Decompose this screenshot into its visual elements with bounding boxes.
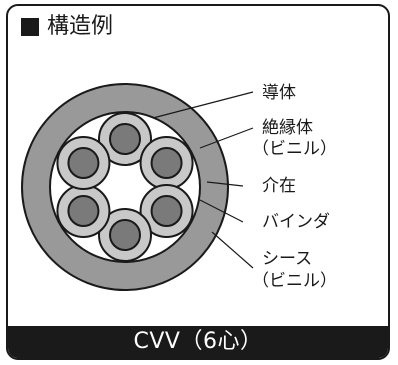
- leader-lines: [152, 91, 254, 269]
- diagram-title-text: 構造例: [47, 14, 114, 39]
- cores-group: [56, 112, 194, 262]
- label-binder: バインダ: [262, 212, 330, 232]
- core-conductor: [150, 195, 183, 227]
- label-sheath-line2: （ビニル）: [252, 271, 337, 291]
- diagram-frame: 構造例 CVV（6心）: [6, 4, 390, 360]
- title-square-icon: [21, 18, 39, 36]
- diagram-title: 構造例: [21, 12, 113, 42]
- leader-binder: [199, 199, 244, 223]
- leader-sheath: [211, 231, 254, 269]
- leader-filler: [206, 181, 244, 187]
- leader-insulation: [199, 127, 254, 149]
- leader-conductor: [152, 91, 254, 119]
- label-insulation-line2: （ビニル）: [252, 139, 337, 159]
- core-conductor: [67, 195, 100, 227]
- core-conductor: [67, 147, 100, 179]
- label-filler: 介在: [262, 176, 296, 196]
- cable-type-label: CVV（6心）: [8, 326, 388, 358]
- label-insulation-line1: 絶縁体: [262, 118, 313, 138]
- core-conductor: [109, 219, 141, 251]
- label-conductor: 導体: [262, 83, 296, 103]
- core-conductor: [109, 123, 141, 155]
- core-conductor: [150, 147, 183, 179]
- label-sheath-line1: シース: [262, 249, 313, 269]
